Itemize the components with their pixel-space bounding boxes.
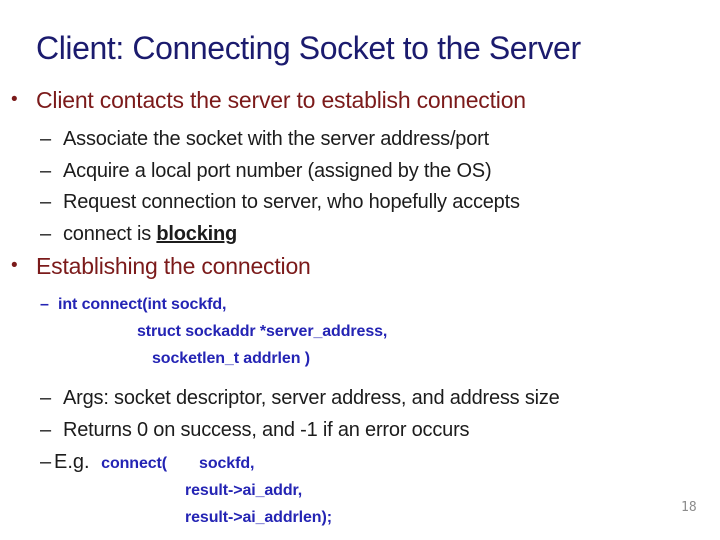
bullet-establishing-connection: • Establishing the connection	[11, 252, 311, 280]
code-connect-signature-line1: – int connect(int sockfd,	[40, 295, 226, 315]
code-text: socketlen_t addrlen )	[152, 350, 310, 367]
code-text: connect(	[101, 455, 168, 472]
list-item-connect-blocking: – connect is blocking	[40, 219, 520, 251]
example-connect-call-line2: result->ai_addr,	[185, 481, 302, 501]
bullet-client-contacts: • Client contacts the server to establis…	[11, 86, 526, 114]
code-text: result->ai_addrlen);	[185, 509, 332, 526]
list-item: – Returns 0 on success, and -1 if an err…	[40, 415, 560, 447]
sub-bullet-list-connect-details: – Args: socket descriptor, server addres…	[40, 383, 560, 446]
bullet-label: Establishing the connection	[36, 253, 311, 279]
list-item-text: Returns 0 on success, and -1 if an error…	[63, 418, 470, 441]
code-text: int connect(int sockfd,	[58, 296, 227, 313]
dash-icon: –	[40, 128, 51, 150]
list-item: – Args: socket descriptor, server addres…	[40, 383, 560, 415]
code-connect-signature-line2: struct sockaddr *server_address,	[137, 322, 387, 342]
list-item-text: Request connection to server, who hopefu…	[63, 191, 520, 213]
dash-icon: –	[40, 296, 49, 313]
code-text: struct sockaddr *server_address,	[137, 323, 388, 340]
code-text: sockfd,	[199, 455, 255, 472]
dash-icon: –	[40, 418, 51, 441]
page-title: Client: Connecting Socket to the Server	[36, 30, 581, 66]
code-connect-signature-line3: socketlen_t addrlen )	[152, 349, 310, 369]
list-item-text: connect is	[63, 222, 157, 245]
example-prefix: E.g.	[54, 451, 96, 473]
bullet-dot-icon: •	[11, 255, 18, 276]
example-connect-call-line1: – E.g. connect( sockfd,	[40, 449, 254, 477]
list-item: – Associate the socket with the server a…	[40, 124, 520, 156]
bullet-label: Client contacts the server to establish …	[36, 87, 526, 113]
sub-bullet-list-connection-steps: – Associate the socket with the server a…	[40, 124, 520, 250]
dash-icon: –	[40, 387, 51, 409]
list-item: – Acquire a local port number (assigned …	[40, 156, 520, 188]
code-text: result->ai_addr,	[185, 482, 303, 499]
dash-icon: –	[40, 159, 51, 182]
blocking-emphasis: blocking	[156, 222, 238, 245]
example-connect-call-line3: result->ai_addrlen);	[185, 508, 332, 528]
list-item-text: Associate the socket with the server add…	[63, 128, 489, 150]
list-item-text: Acquire a local port number (assigned by…	[63, 159, 492, 182]
dash-icon: –	[40, 451, 52, 473]
dash-icon: –	[40, 222, 51, 245]
page-number: 18	[681, 500, 697, 515]
list-item: – Request connection to server, who hope…	[40, 187, 520, 219]
bullet-dot-icon: •	[11, 89, 18, 110]
list-item-text: Args: socket descriptor, server address,…	[63, 387, 560, 409]
dash-icon: –	[40, 191, 51, 213]
